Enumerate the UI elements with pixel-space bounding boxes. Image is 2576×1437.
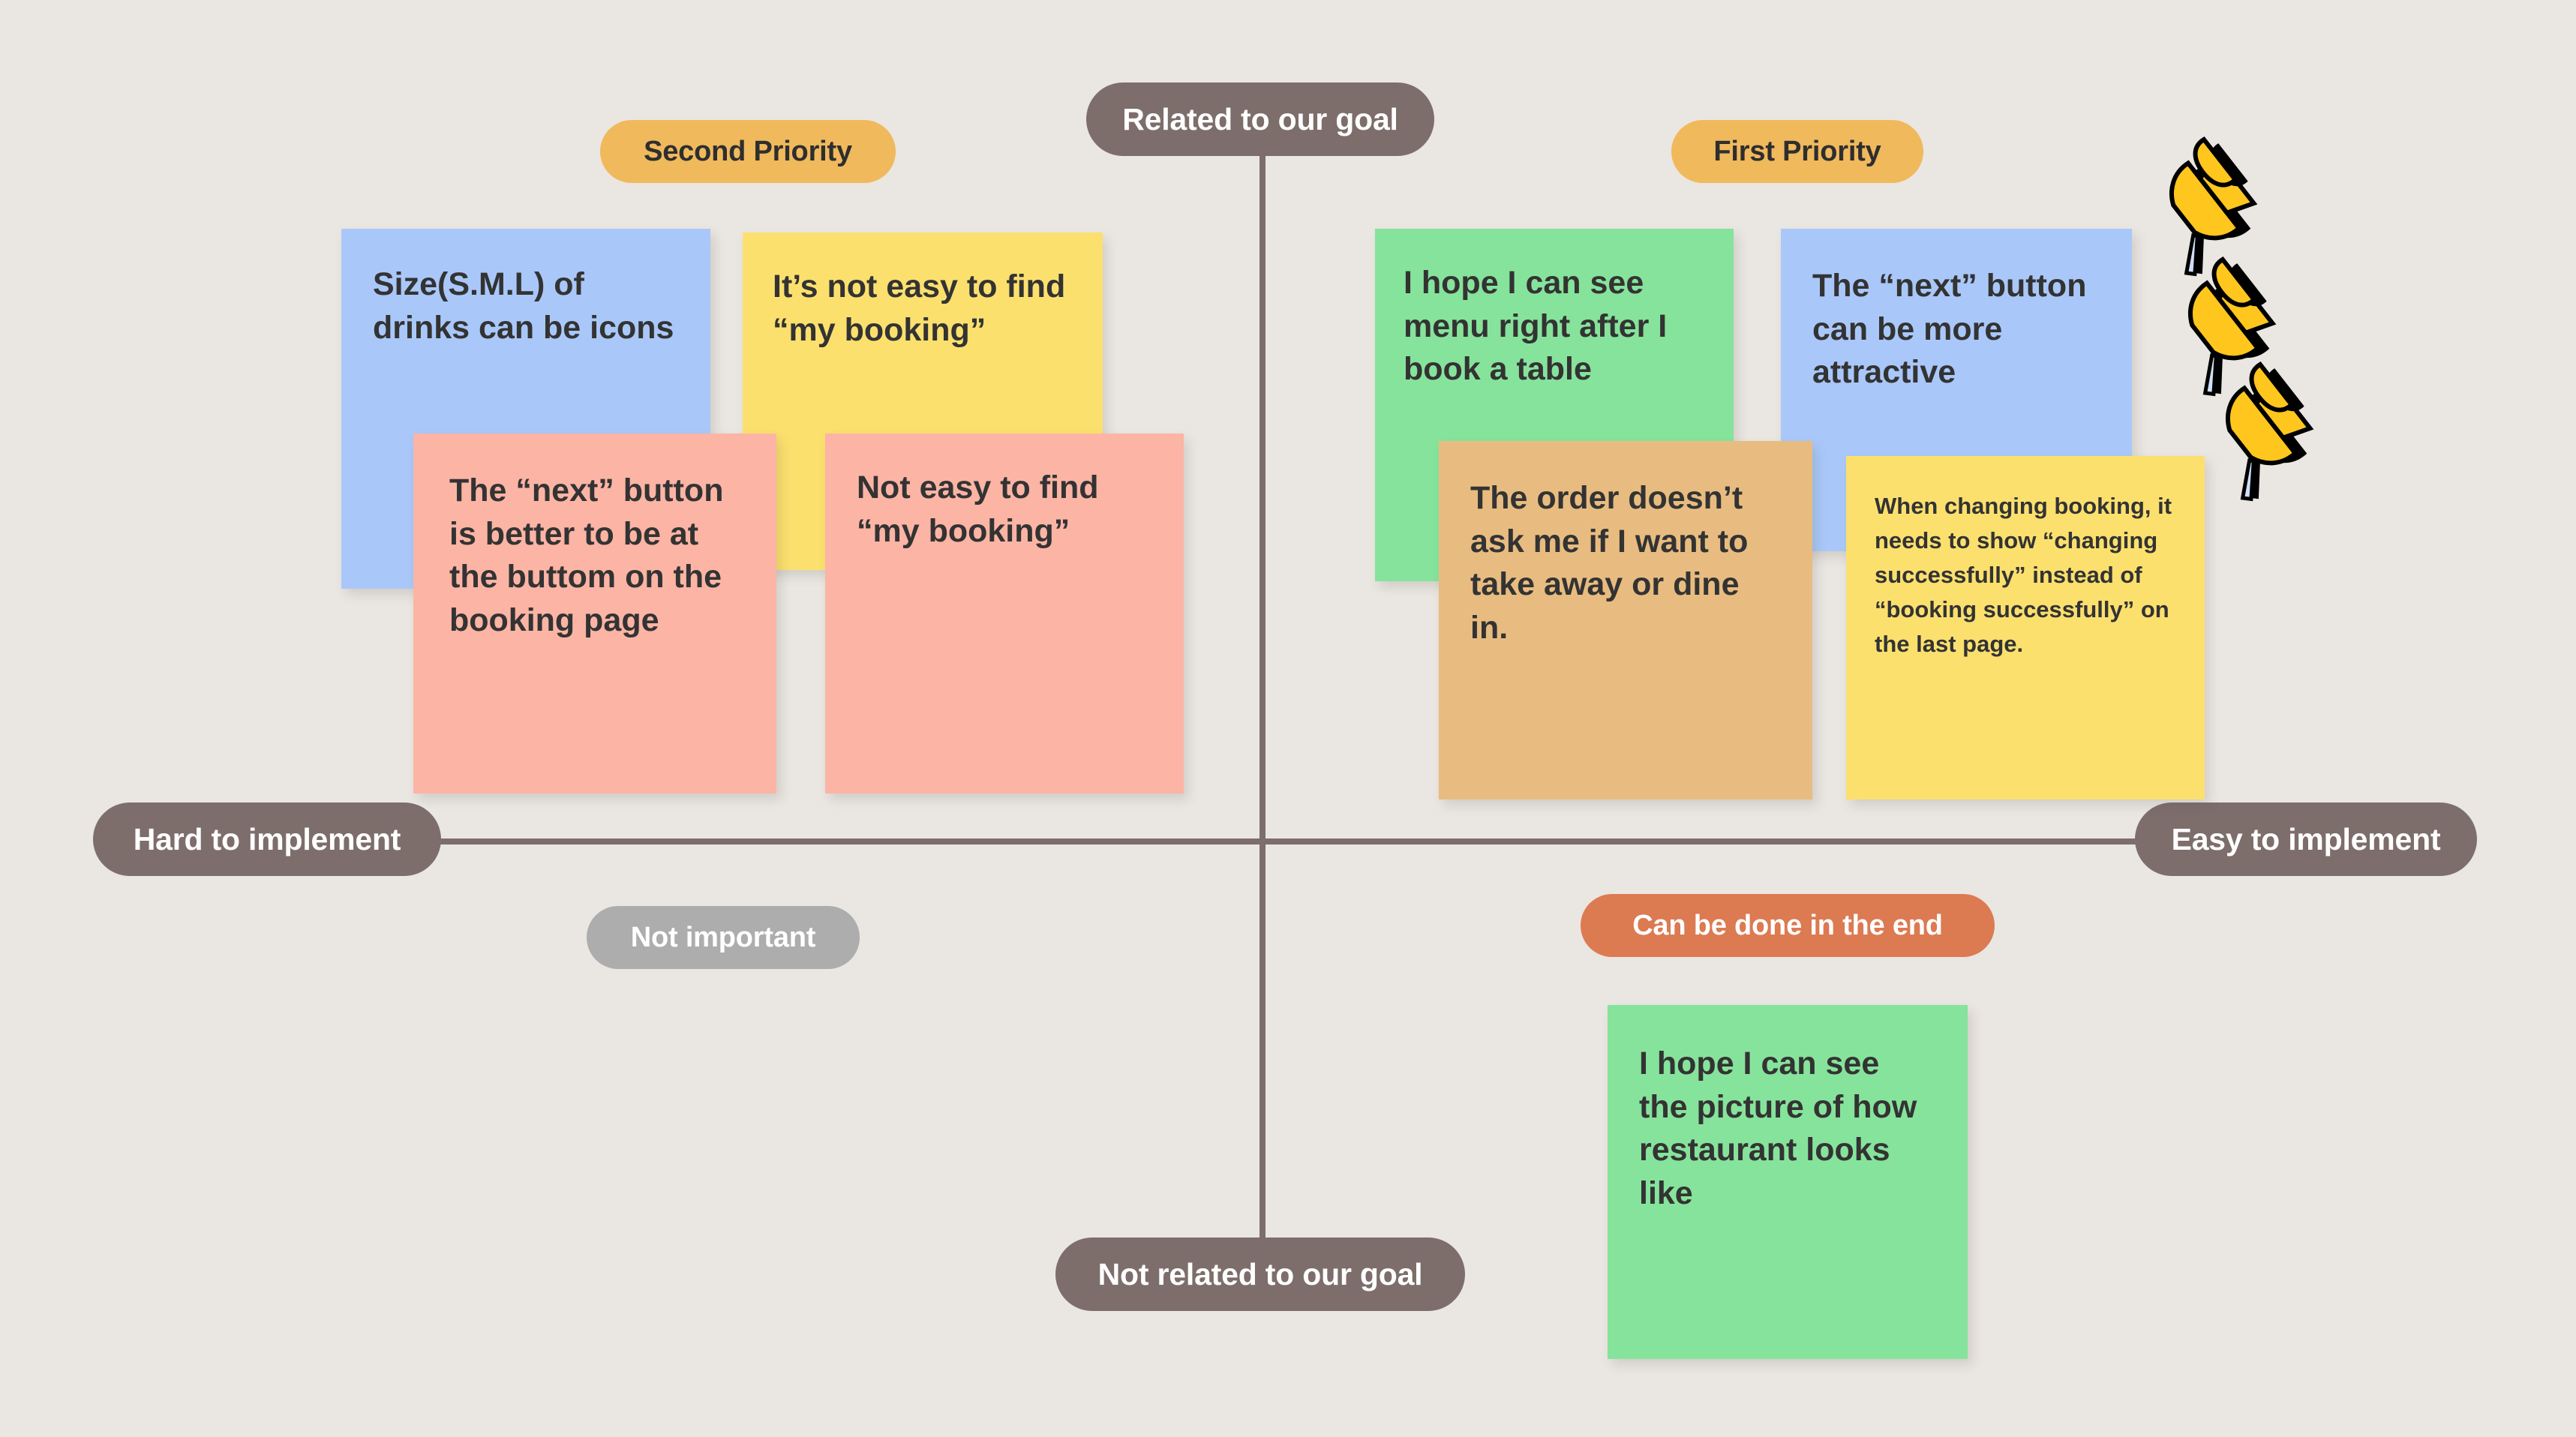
sticky-note-text: When changing booking, it needs to show … [1875, 493, 2172, 657]
sticky-note-text: It’s not easy to find “my booking” [773, 268, 1066, 348]
quadrant-badge-can-be-done-in-the-end[interactable]: Can be done in the end [1581, 894, 1995, 957]
pushpin-icon [2226, 361, 2314, 502]
horizontal-axis-line [296, 838, 2322, 844]
sticky-note-menu-after-booking[interactable]: I hope I can see menu right after I book… [1375, 229, 1734, 581]
sticky-note-text: Size(S.M.L) of drinks can be icons [373, 266, 674, 346]
sticky-note-text: Not easy to find “my booking” [857, 470, 1099, 549]
quadrant-badge-second-priority[interactable]: Second Priority [600, 120, 896, 183]
sticky-note-text: I hope I can see the picture of how rest… [1639, 1046, 1917, 1211]
sticky-note-next-button-placement[interactable]: The “next” button is better to be at the… [413, 434, 776, 794]
sticky-note-text: The “next” button can be more attractive [1812, 268, 2087, 391]
pushpin-icon [2188, 256, 2277, 397]
sticky-note-text: The “next” button is better to be at the… [449, 472, 724, 638]
sticky-note-text: I hope I can see menu right after I book… [1404, 265, 1668, 388]
sticky-note-restaurant-picture[interactable]: I hope I can see the picture of how rest… [1608, 1005, 1968, 1359]
axis-label-not-related-to-our-goal[interactable]: Not related to our goal [1055, 1238, 1465, 1311]
axis-label-related-to-our-goal[interactable]: Related to our goal [1086, 82, 1434, 156]
quadrant-badge-first-priority[interactable]: First Priority [1671, 120, 1923, 183]
sticky-note-text: The order doesn’t ask me if I want to ta… [1470, 480, 1749, 646]
sticky-note-changing-booking-message[interactable]: When changing booking, it needs to show … [1846, 456, 2205, 800]
axis-label-easy-to-implement[interactable]: Easy to implement [2135, 802, 2477, 876]
quadrant-badge-not-important[interactable]: Not important [587, 906, 860, 969]
vertical-axis-line [1259, 150, 1265, 1260]
pushpin-icon [2169, 136, 2258, 277]
sticky-note-not-easy-find-booking-pink[interactable]: Not easy to find “my booking” [825, 434, 1184, 794]
sticky-note-order-takeaway-dinein[interactable]: The order doesn’t ask me if I want to ta… [1439, 441, 1812, 800]
axis-label-hard-to-implement[interactable]: Hard to implement [93, 802, 441, 876]
